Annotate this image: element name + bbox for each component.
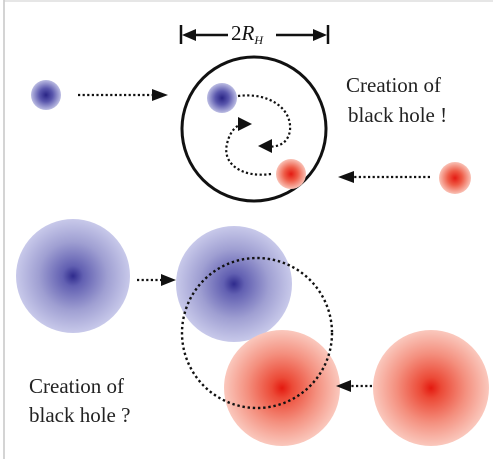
- scale-label: 2RH: [231, 21, 263, 52]
- blue-arrow-top: [78, 89, 168, 101]
- red-particle-incoming: [439, 162, 471, 194]
- scale-subscript: H: [254, 33, 263, 47]
- red-particle-inside: [276, 159, 306, 189]
- blue-arrow-bottom: [137, 274, 176, 286]
- scale-bar: [179, 25, 330, 44]
- spiral-arrowhead-right: [238, 117, 252, 131]
- red-cloud-right: [373, 330, 489, 446]
- red-arrow-bottom: [336, 380, 372, 392]
- bottom-caption-line1: Creation of: [29, 374, 125, 398]
- blue-particle-incoming: [31, 80, 61, 110]
- blue-cloud-left: [16, 219, 130, 333]
- top-caption-line1: Creation of: [346, 73, 442, 97]
- blue-particle-inside: [207, 83, 237, 113]
- dashed-horizon-circle: [180, 256, 334, 410]
- bottom-caption-line2: black hole ?: [29, 403, 131, 427]
- spiral-arrowhead-left: [258, 139, 272, 153]
- event-horizon-circle: [180, 55, 328, 203]
- spiral-trajectory: [225, 94, 292, 176]
- blue-cloud-merging: [176, 226, 292, 342]
- scale-coef: 2: [231, 21, 242, 45]
- top-caption-line2: black hole !: [348, 103, 448, 127]
- scale-symbol: R: [241, 21, 255, 45]
- red-cloud-merging: [224, 330, 340, 446]
- red-arrow-top: [338, 171, 430, 183]
